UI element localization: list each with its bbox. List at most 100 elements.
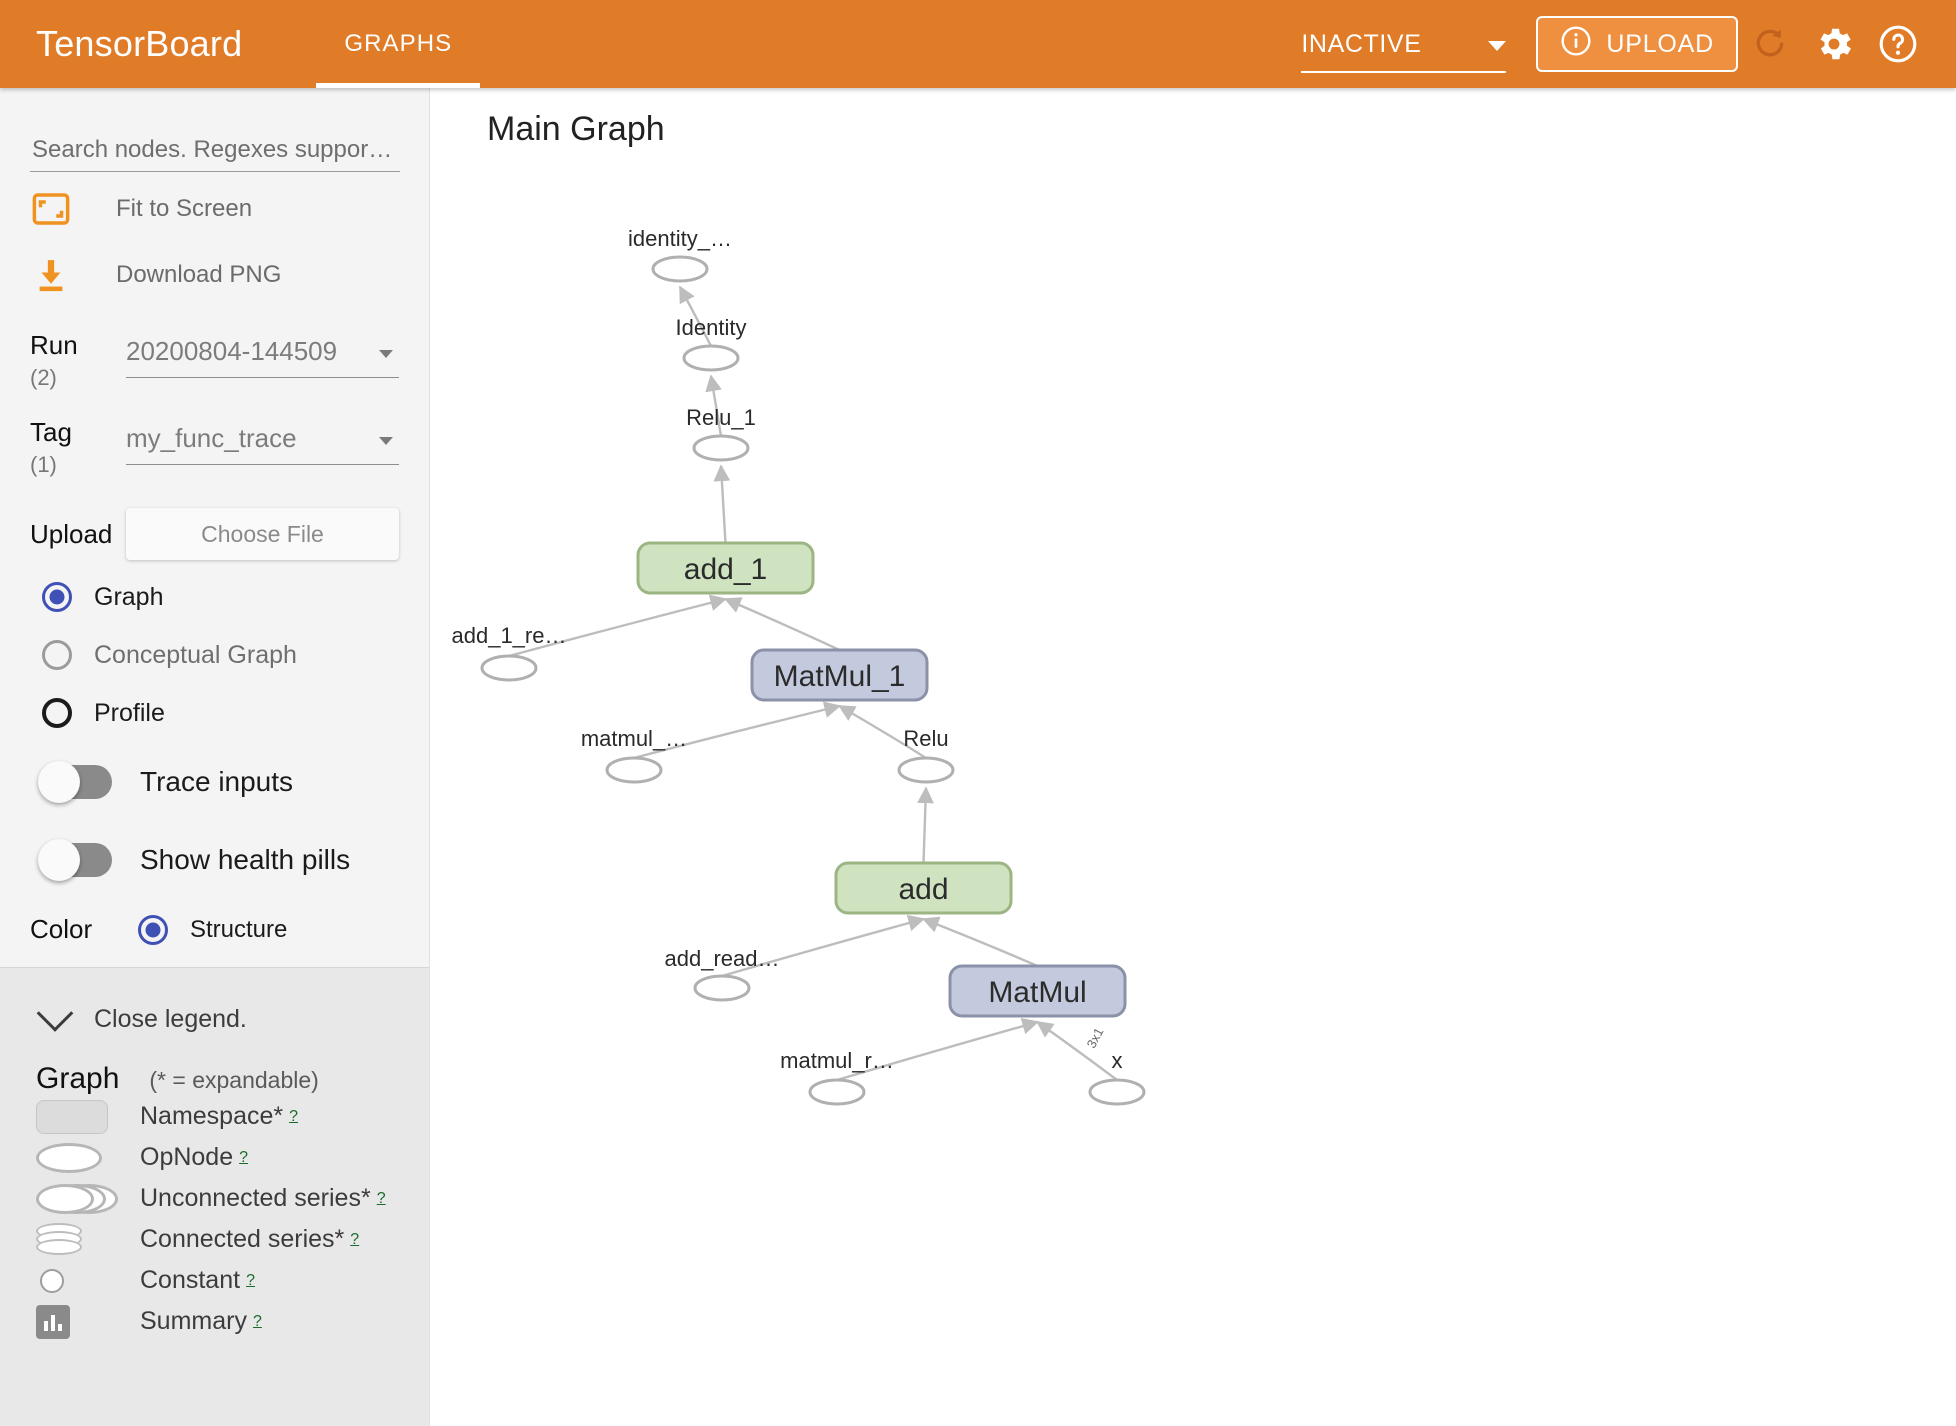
choose-file-button[interactable]: Choose File <box>126 508 399 560</box>
graph-node-label: matmul_r… <box>780 1048 894 1073</box>
legend-label: Constant <box>140 1266 241 1294</box>
graph-node-label: MatMul <box>988 976 1086 1009</box>
opnode-swatch-icon <box>30 1142 140 1173</box>
upload-button-label: UPLOAD <box>1606 29 1714 58</box>
graph-node-add_read[interactable]: add_read… <box>665 946 780 1002</box>
graph-node-label: x <box>1112 1048 1123 1073</box>
graph-node-label: identity_… <box>628 226 732 251</box>
graph-node-identity_out[interactable]: identity_… <box>628 226 732 283</box>
graph-node-add_1[interactable]: add_1 <box>636 541 815 595</box>
legend-label: Connected series* <box>140 1225 345 1253</box>
run-label-wrap: Run (2) <box>30 326 126 391</box>
graph-edge <box>838 704 927 760</box>
fit-to-screen-icon <box>30 188 72 230</box>
graph-node-matmul_read_1[interactable]: matmul_… <box>581 726 687 784</box>
fit-to-screen-button[interactable]: Fit to Screen <box>30 180 399 238</box>
sidebar-controls: Fit to Screen Download PNG Run (2) <box>0 88 429 967</box>
help-link-icon[interactable]: ? <box>246 1271 255 1289</box>
graph-edge <box>678 285 713 347</box>
tag-count: (1) <box>30 452 57 477</box>
chevron-down-icon <box>36 994 74 1032</box>
toggle-trace-inputs-label: Trace inputs <box>140 766 294 797</box>
fit-to-screen-label: Fit to Screen <box>116 195 253 222</box>
legend-label: OpNode <box>140 1143 234 1171</box>
download-png-button[interactable]: Download PNG <box>30 246 399 304</box>
graph-edge-label: 3x1 <box>1083 1025 1106 1051</box>
chevron-down-icon <box>379 350 393 358</box>
tag-select[interactable]: my_func_trace <box>126 419 399 465</box>
graph-edge <box>705 374 723 437</box>
graph-node-add_1_read[interactable]: add_1_re… <box>452 623 567 682</box>
graph-node-MatMul_1[interactable]: MatMul_1 <box>750 648 929 702</box>
graph-node-label: add <box>898 873 948 906</box>
graph-node-Identity[interactable]: Identity <box>676 315 747 372</box>
legend-item-connected-series: Connected series* ? <box>30 1219 399 1260</box>
upload-row: Upload Choose File <box>30 508 399 560</box>
run-select[interactable]: 20200804-144509 <box>126 332 399 378</box>
help-link-icon[interactable]: ? <box>289 1107 299 1125</box>
help-icon[interactable] <box>1866 12 1930 76</box>
radio-graph[interactable]: Graph <box>30 576 399 618</box>
toggle-knob <box>38 839 80 881</box>
connected-series-swatch-icon <box>30 1222 140 1257</box>
graph-node-matmul_read[interactable]: matmul_r… <box>780 1048 894 1106</box>
chevron-down-icon <box>379 437 393 445</box>
upload-button[interactable]: UPLOAD <box>1536 16 1738 72</box>
search-input[interactable] <box>30 128 400 172</box>
toggle-show-health-pills-switch[interactable] <box>38 839 112 881</box>
radio-structure-indicator[interactable] <box>138 914 168 945</box>
graph-edge <box>723 597 841 652</box>
graph-node-label: Relu <box>903 726 948 751</box>
graph-node-MatMul[interactable]: MatMul <box>948 964 1127 1018</box>
graph-node-label: add_read… <box>665 946 780 971</box>
graph-edge <box>1036 1021 1118 1081</box>
radio-graph-indicator <box>42 582 72 612</box>
nav-tabs: GRAPHS <box>316 0 481 88</box>
tab-graphs[interactable]: GRAPHS <box>316 0 481 88</box>
graph-node-add[interactable]: add <box>834 861 1013 915</box>
sidebar: Fit to Screen Download PNG Run (2) <box>0 88 430 1426</box>
legend-item-opnode: OpNode ? <box>30 1137 399 1178</box>
gear-icon[interactable] <box>1802 12 1866 76</box>
radio-conceptual-graph[interactable]: Conceptual Graph <box>30 634 399 676</box>
radio-graph-label: Graph <box>94 582 164 611</box>
header-actions: INACTIVE UPLOAD <box>1301 12 1930 76</box>
graph-node-x[interactable]: x <box>1088 1048 1146 1106</box>
graph-nodes: identity_…IdentityRelu_1add_1_re…matmul_… <box>452 226 1146 1106</box>
graph-edge <box>713 464 731 544</box>
legend-heading-row: Graph (* = expandable) <box>30 1062 399 1096</box>
tag-label-wrap: Tag (1) <box>30 413 126 478</box>
graph-edge <box>836 1018 1040 1082</box>
run-status-dropdown[interactable]: INACTIVE <box>1301 29 1507 73</box>
toggle-trace-inputs-switch[interactable] <box>38 761 112 803</box>
legend-item-constant: Constant ? <box>30 1260 399 1301</box>
graph-edges <box>508 285 1118 1082</box>
graph-edge <box>917 786 934 864</box>
graph-node-label: add_1 <box>684 553 767 586</box>
radio-profile-label: Profile <box>94 698 165 727</box>
close-legend-button[interactable]: Close legend. <box>30 984 399 1054</box>
close-legend-label: Close legend. <box>94 1004 247 1033</box>
legend-label: Unconnected series* <box>140 1184 371 1212</box>
toggle-trace-inputs[interactable]: Trace inputs <box>30 752 399 812</box>
radio-conceptual-graph-indicator <box>42 640 72 670</box>
radio-profile[interactable]: Profile <box>30 692 399 734</box>
legend-heading: Graph <box>36 1062 120 1095</box>
toggle-show-health-pills-label: Show health pills <box>140 844 351 875</box>
legend-panel: Close legend. Graph (* = expandable) Nam… <box>0 967 429 1426</box>
info-icon <box>1560 25 1592 64</box>
help-link-icon[interactable]: ? <box>252 1312 262 1330</box>
help-link-icon[interactable]: ? <box>239 1148 249 1166</box>
run-status-label: INACTIVE <box>1301 29 1422 58</box>
toggle-show-health-pills[interactable]: Show health pills <box>30 830 399 890</box>
radio-conceptual-graph-label: Conceptual Graph <box>94 640 297 669</box>
reload-icon[interactable] <box>1738 12 1802 76</box>
help-link-icon[interactable]: ? <box>376 1189 386 1207</box>
graph-node-label: MatMul_1 <box>774 660 906 693</box>
graph-node-Relu[interactable]: Relu <box>897 726 955 784</box>
help-link-icon[interactable]: ? <box>350 1230 360 1248</box>
graph-node-Relu_1[interactable]: Relu_1 <box>686 405 756 462</box>
tag-select-value: my_func_trace <box>126 423 297 453</box>
